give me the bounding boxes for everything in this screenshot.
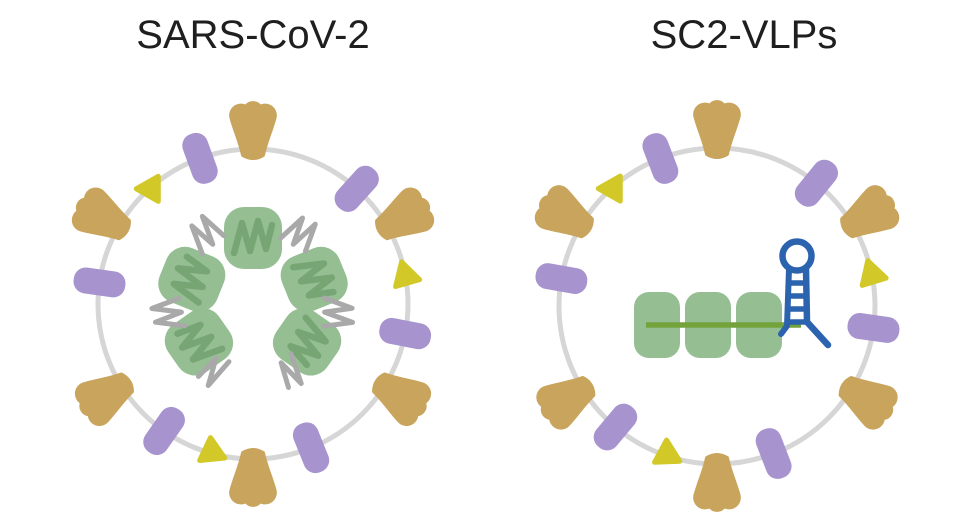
- membrane-protein: [642, 133, 679, 184]
- membrane-protein: [379, 317, 432, 350]
- membrane-protein: [292, 422, 330, 474]
- membrane-protein: [535, 263, 588, 294]
- rna-genome-loop: [189, 213, 227, 257]
- membrane-protein: [143, 406, 185, 456]
- stem-loop-left-rail: [778, 266, 792, 337]
- membrane-protein: [334, 165, 379, 212]
- spike-protein: [840, 185, 900, 239]
- spike-protein: [536, 376, 596, 430]
- nucleocapsid-rna-zigzag: [230, 217, 276, 257]
- envelope-protein: [197, 435, 228, 463]
- sars-cov-2-particle: [71, 101, 435, 507]
- spike-protein: [229, 101, 277, 160]
- membrane-protein: [182, 132, 218, 184]
- spike-protein: [838, 376, 898, 430]
- nucleocapsid-rna-zigzag: [289, 260, 337, 299]
- spike-protein: [71, 187, 131, 241]
- ribonucleoprotein-complex: [149, 207, 356, 390]
- spike-protein: [693, 453, 741, 512]
- membrane-protein: [593, 403, 638, 451]
- sc2-vlps-title: SC2-VLPs: [650, 13, 838, 57]
- spike-protein: [534, 185, 594, 239]
- packaged-mrna-complex: [634, 238, 832, 358]
- spike-protein: [375, 187, 435, 241]
- spike-protein: [693, 100, 741, 159]
- spike-protein: [229, 448, 277, 507]
- envelope-protein: [595, 173, 623, 204]
- rna-genome-loop: [149, 295, 188, 329]
- sc2-vlps-particle: [534, 100, 900, 512]
- membrane-protein: [755, 428, 792, 479]
- envelope-protein: [859, 258, 889, 288]
- spike-protein: [372, 372, 432, 426]
- envelope-protein: [133, 173, 161, 204]
- envelope-protein: [652, 437, 683, 465]
- rna-stem-loop: [778, 238, 832, 349]
- sars-cov-2-title: SARS-CoV-2: [136, 13, 370, 57]
- nucleocapsid-rna-zigzag: [174, 321, 226, 363]
- nucleocapsid-rna-zigzag: [170, 253, 211, 306]
- stem-loop-head: [779, 238, 815, 274]
- membrane-protein: [794, 159, 839, 207]
- envelope-protein: [393, 259, 423, 290]
- rna-genome-loop: [321, 295, 356, 329]
- membrane-protein: [73, 267, 126, 298]
- stem-loop-right-rail-tail: [802, 265, 832, 349]
- rna-genome-loop: [278, 215, 318, 254]
- spike-protein: [74, 372, 134, 426]
- membrane-protein: [847, 313, 900, 343]
- rna-genome-tail: [278, 351, 304, 390]
- nucleocapsid-rna-zigzag: [287, 314, 329, 369]
- rna-genome-tail: [195, 355, 232, 389]
